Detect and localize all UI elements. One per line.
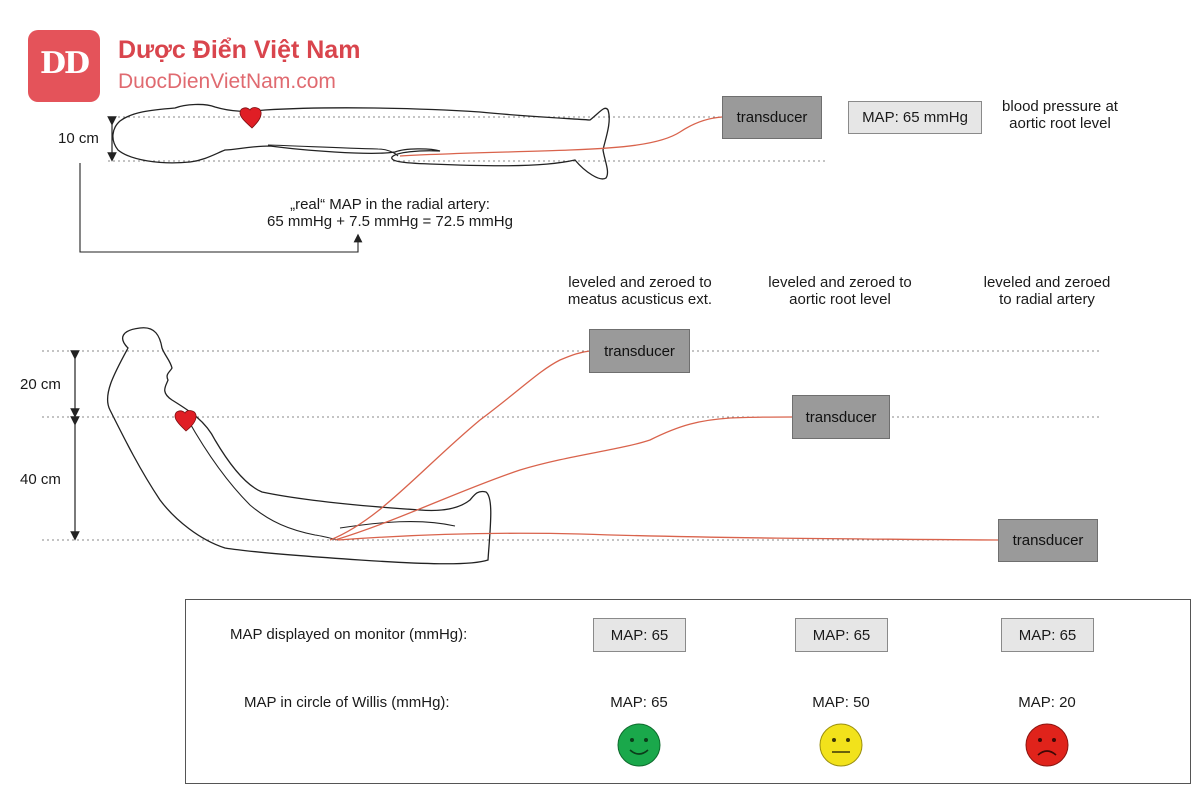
supine-arm-outline (267, 144, 399, 157)
tube-to-meatus-transducer (329, 350, 591, 541)
real-map-line1: „real“ MAP in the radial artery: (290, 196, 490, 213)
top-annotation-line2: aortic root level (1009, 115, 1111, 132)
column-heading-aortic: leveled and zeroed to aortic root level (740, 274, 940, 308)
brand-url[interactable]: DuocDienVietNam.com (118, 70, 336, 93)
column-heading-meatus: leveled and zeroed to meatus acusticus e… (540, 274, 740, 308)
top-annotation: blood pressure at aortic root level (980, 98, 1140, 132)
logo-badge (28, 30, 100, 102)
willis-map-radial: MAP: 20 (1018, 694, 1076, 711)
happy-face-icon (617, 723, 661, 767)
column-heading-radial: leveled and zeroed to radial artery (947, 274, 1147, 308)
top-pressure-tube (399, 116, 723, 157)
monitor-map-radial: MAP: 65 (1001, 618, 1094, 652)
ten-cm-label: 10 cm (58, 130, 99, 147)
radial-transducer-box: transducer (998, 519, 1098, 562)
real-map-line2: 65 mmHg + 7.5 mmHg = 72.5 mmHg (267, 213, 513, 230)
neutral-face-icon (819, 723, 863, 767)
seated-arm-outline (187, 419, 339, 541)
results-table (185, 599, 1191, 784)
meatus-transducer-box: transducer (589, 329, 690, 373)
heart-icon-seated (174, 410, 197, 432)
twenty-cm-label: 20 cm (20, 376, 61, 393)
column-heading-line2: meatus acusticus ext. (567, 291, 713, 308)
sad-face-icon (1025, 723, 1069, 767)
forty-cm-label: 40 cm (20, 471, 61, 488)
real-map-note: „real“ MAP in the radial artery: 65 mmHg… (230, 196, 550, 230)
monitor-row-label: MAP displayed on monitor (mmHg): (230, 626, 468, 643)
tube-to-aortic-transducer (334, 416, 793, 541)
column-heading-line1: leveled and zeroed to (768, 274, 912, 291)
willis-map-meatus: MAP: 65 (610, 694, 668, 711)
top-transducer-box: transducer (722, 96, 822, 139)
column-heading-line2: to radial artery (999, 291, 1095, 308)
top-annotation-line1: blood pressure at (1002, 98, 1118, 115)
willis-row-label: MAP in circle of Willis (mmHg): (244, 694, 450, 711)
willis-map-aortic: MAP: 50 (812, 694, 870, 711)
supine-body-outline (112, 103, 610, 180)
top-map-box: MAP: 65 mmHg (848, 101, 982, 134)
aortic-transducer-box: transducer (792, 395, 890, 439)
monitor-map-meatus: MAP: 65 (593, 618, 686, 652)
column-heading-line1: leveled and zeroed to (568, 274, 712, 291)
tube-to-radial-transducer (337, 532, 999, 541)
logo-monogram: DD (39, 46, 90, 81)
heart-icon (239, 107, 262, 129)
seated-body-outline (106, 327, 492, 565)
radial-connector-line (79, 163, 363, 253)
column-heading-line2: aortic root level (789, 291, 891, 308)
brand-name: Dược Điển Việt Nam (118, 36, 361, 64)
column-heading-line1: leveled and zeroed (983, 274, 1111, 291)
seated-leg-outline (339, 521, 456, 529)
monitor-map-aortic: MAP: 65 (795, 618, 888, 652)
